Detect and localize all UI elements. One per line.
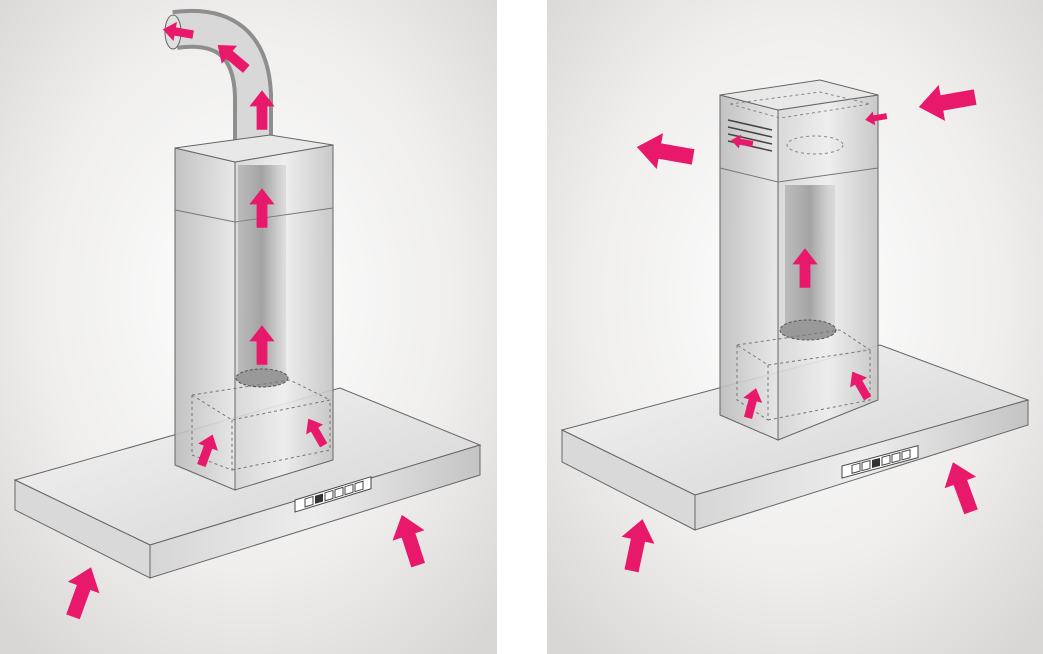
panel-ducted	[0, 0, 497, 654]
control-panel-icon	[841, 445, 919, 479]
panel-recirculating	[547, 0, 1043, 654]
control-panel-icon	[294, 476, 372, 513]
